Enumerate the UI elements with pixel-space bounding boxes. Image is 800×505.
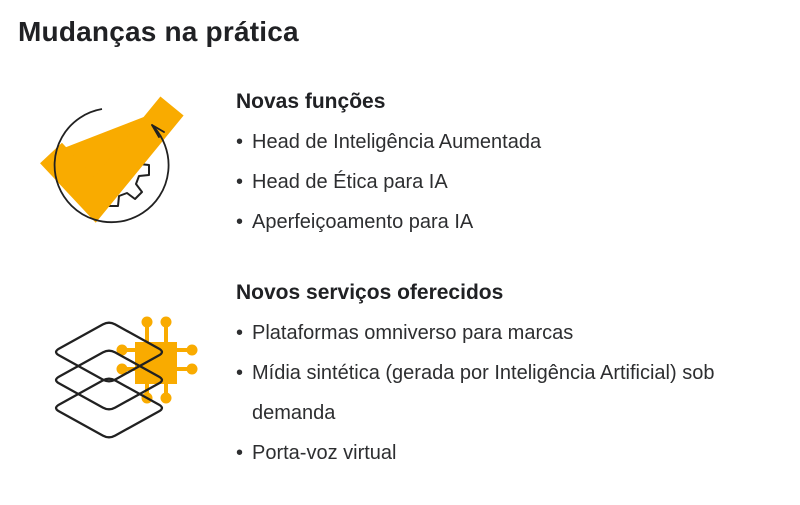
layer-outline-bottom: [54, 377, 164, 439]
list-item-text: Head de Ética para IA: [252, 171, 448, 193]
section-heading: Novos serviços oferecidos: [236, 281, 504, 304]
list-item: • Mídia sintética (gerada por Inteligênc…: [236, 353, 741, 433]
list-item-text: Porta-voz virtual: [252, 442, 397, 464]
bullet-list: • Plataformas omniverso para marcas • Mí…: [236, 313, 741, 473]
layer-outline-middle: [54, 349, 164, 411]
bullet-marker: •: [236, 131, 244, 153]
bullet-marker: •: [236, 322, 244, 344]
chip-pin-dot: [186, 363, 198, 375]
chip-pin-dot: [160, 316, 172, 328]
chip-pin-dot: [116, 363, 128, 375]
checkmark-icon: [40, 96, 184, 223]
layers-ai-chip-svg: [54, 316, 198, 439]
list-item-text: Mídia sintética (gerada por Inteligência…: [252, 362, 715, 424]
bullet-marker: •: [236, 171, 244, 193]
section-novas-funcoes: Novas funções • Head de Inteligência Aum…: [236, 88, 751, 242]
section-novos-servicos: Novos serviços oferecidos • Plataformas …: [236, 279, 751, 473]
bullet-list: • Head de Inteligência Aumentada • Head …: [236, 122, 741, 242]
layers-ai-chip-icon: [48, 303, 208, 443]
layers-icon: [54, 321, 164, 439]
section-heading: Novas funções: [236, 90, 386, 113]
list-item: • Head de Inteligência Aumentada: [236, 122, 741, 162]
check-gear-cycle-svg: [40, 96, 184, 224]
bullet-marker: •: [236, 211, 244, 233]
chip-pin-dot: [141, 316, 153, 328]
bullet-marker: •: [236, 362, 244, 384]
chip-body: [135, 342, 177, 384]
chip-pin-dot: [116, 344, 128, 356]
list-item-text: Head de Inteligência Aumentada: [252, 131, 542, 153]
chip-pin-dot: [186, 344, 198, 356]
list-item: • Plataformas omniverso para marcas: [236, 313, 741, 353]
cycle-arrowhead-icon: [151, 124, 165, 138]
cycle-arrow-icon: [53, 108, 170, 224]
bullet-marker: •: [236, 442, 244, 464]
chip-pin-dot: [160, 392, 172, 404]
list-item-text: Plataformas omniverso para marcas: [252, 322, 574, 344]
list-item: • Head de Ética para IA: [236, 162, 741, 202]
check-gear-cycle-icon: [38, 88, 203, 238]
list-item-text: Aperfeiçoamento para IA: [252, 211, 474, 233]
list-item: • Aperfeiçoamento para IA: [236, 202, 741, 242]
list-item: • Porta-voz virtual: [236, 433, 741, 473]
page-title: Mudanças na prática: [18, 16, 299, 47]
